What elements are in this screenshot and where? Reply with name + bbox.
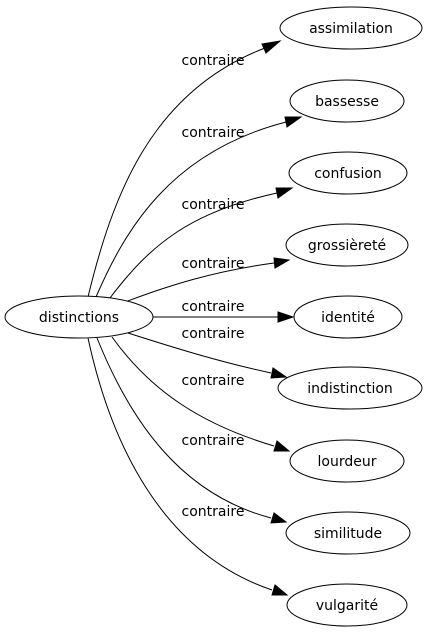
source-node-label: distinctions — [39, 310, 119, 326]
target-nodes: assimilation bassesse confusion grossièr… — [277, 6, 423, 627]
edge-line — [111, 336, 275, 447]
edge-indistinction: contraire — [127, 326, 288, 379]
edge-label: contraire — [182, 504, 245, 520]
arrowhead — [270, 512, 288, 524]
edge-identite: contraire — [152, 299, 295, 323]
node-shape — [285, 511, 411, 555]
source-node[interactable]: distinctions — [4, 295, 154, 339]
edge-bassesse: contraire — [95, 116, 303, 298]
node-label: bassesse — [315, 94, 379, 110]
node-label: indistinction — [307, 381, 393, 397]
arrowhead — [273, 257, 291, 269]
node-shape — [279, 6, 423, 50]
node-shape — [293, 295, 403, 339]
edge-vulgarite: contraire — [87, 337, 289, 596]
node-shape — [277, 366, 423, 410]
edge-similitude: contraire — [96, 337, 288, 524]
edge-label: contraire — [182, 433, 245, 449]
node-label: assimilation — [309, 21, 393, 37]
edge-grossierete: contraire — [124, 256, 291, 303]
edge-line — [87, 337, 273, 591]
node-label: similitude — [314, 526, 382, 542]
node-assimilation[interactable]: assimilation — [279, 6, 423, 50]
edge-line — [127, 332, 272, 374]
edge-line — [87, 47, 266, 298]
edge-line — [124, 262, 275, 303]
edge-line — [96, 337, 272, 519]
node-grossierete[interactable]: grossièreté — [285, 223, 409, 267]
node-shape — [286, 583, 408, 627]
edge-label: contraire — [182, 256, 245, 272]
edge-line — [109, 192, 278, 299]
arrowhead — [271, 584, 289, 596]
node-bassesse[interactable]: bassesse — [289, 79, 405, 123]
edge-label: contraire — [182, 125, 245, 141]
node-label: vulgarité — [316, 598, 378, 614]
arrowhead — [284, 116, 303, 128]
edge-lourdeur: contraire — [111, 336, 291, 452]
edge-label: contraire — [182, 53, 245, 69]
arrowhead — [277, 311, 295, 323]
source-node-shape — [4, 295, 154, 339]
node-label: identité — [321, 310, 375, 326]
node-confusion[interactable]: confusion — [288, 151, 408, 195]
arrowhead — [270, 367, 288, 379]
node-label: lourdeur — [318, 454, 377, 470]
edge-label: contraire — [182, 197, 245, 213]
node-shape — [289, 79, 405, 123]
edge-label: contraire — [182, 373, 245, 389]
edge-label: contraire — [182, 326, 245, 342]
node-shape — [285, 223, 409, 267]
edge-label: contraire — [182, 299, 245, 315]
node-label: grossièreté — [308, 238, 386, 254]
arrowhead — [261, 40, 282, 54]
node-shape — [289, 439, 405, 483]
edge-assimilation: contraire — [87, 40, 282, 298]
node-identite[interactable]: identité — [293, 295, 403, 339]
arrowhead — [273, 440, 291, 452]
node-similitude[interactable]: similitude — [285, 511, 411, 555]
node-indistinction[interactable]: indistinction — [277, 366, 423, 410]
edge-confusion: contraire — [109, 187, 294, 299]
node-shape — [288, 151, 408, 195]
arrowhead — [275, 187, 294, 199]
node-lourdeur[interactable]: lourdeur — [289, 439, 405, 483]
node-vulgarite[interactable]: vulgarité — [286, 583, 408, 627]
edge-line — [95, 121, 287, 298]
edges: contraire contraire contraire contraire … — [87, 40, 303, 596]
node-label: confusion — [314, 166, 382, 182]
